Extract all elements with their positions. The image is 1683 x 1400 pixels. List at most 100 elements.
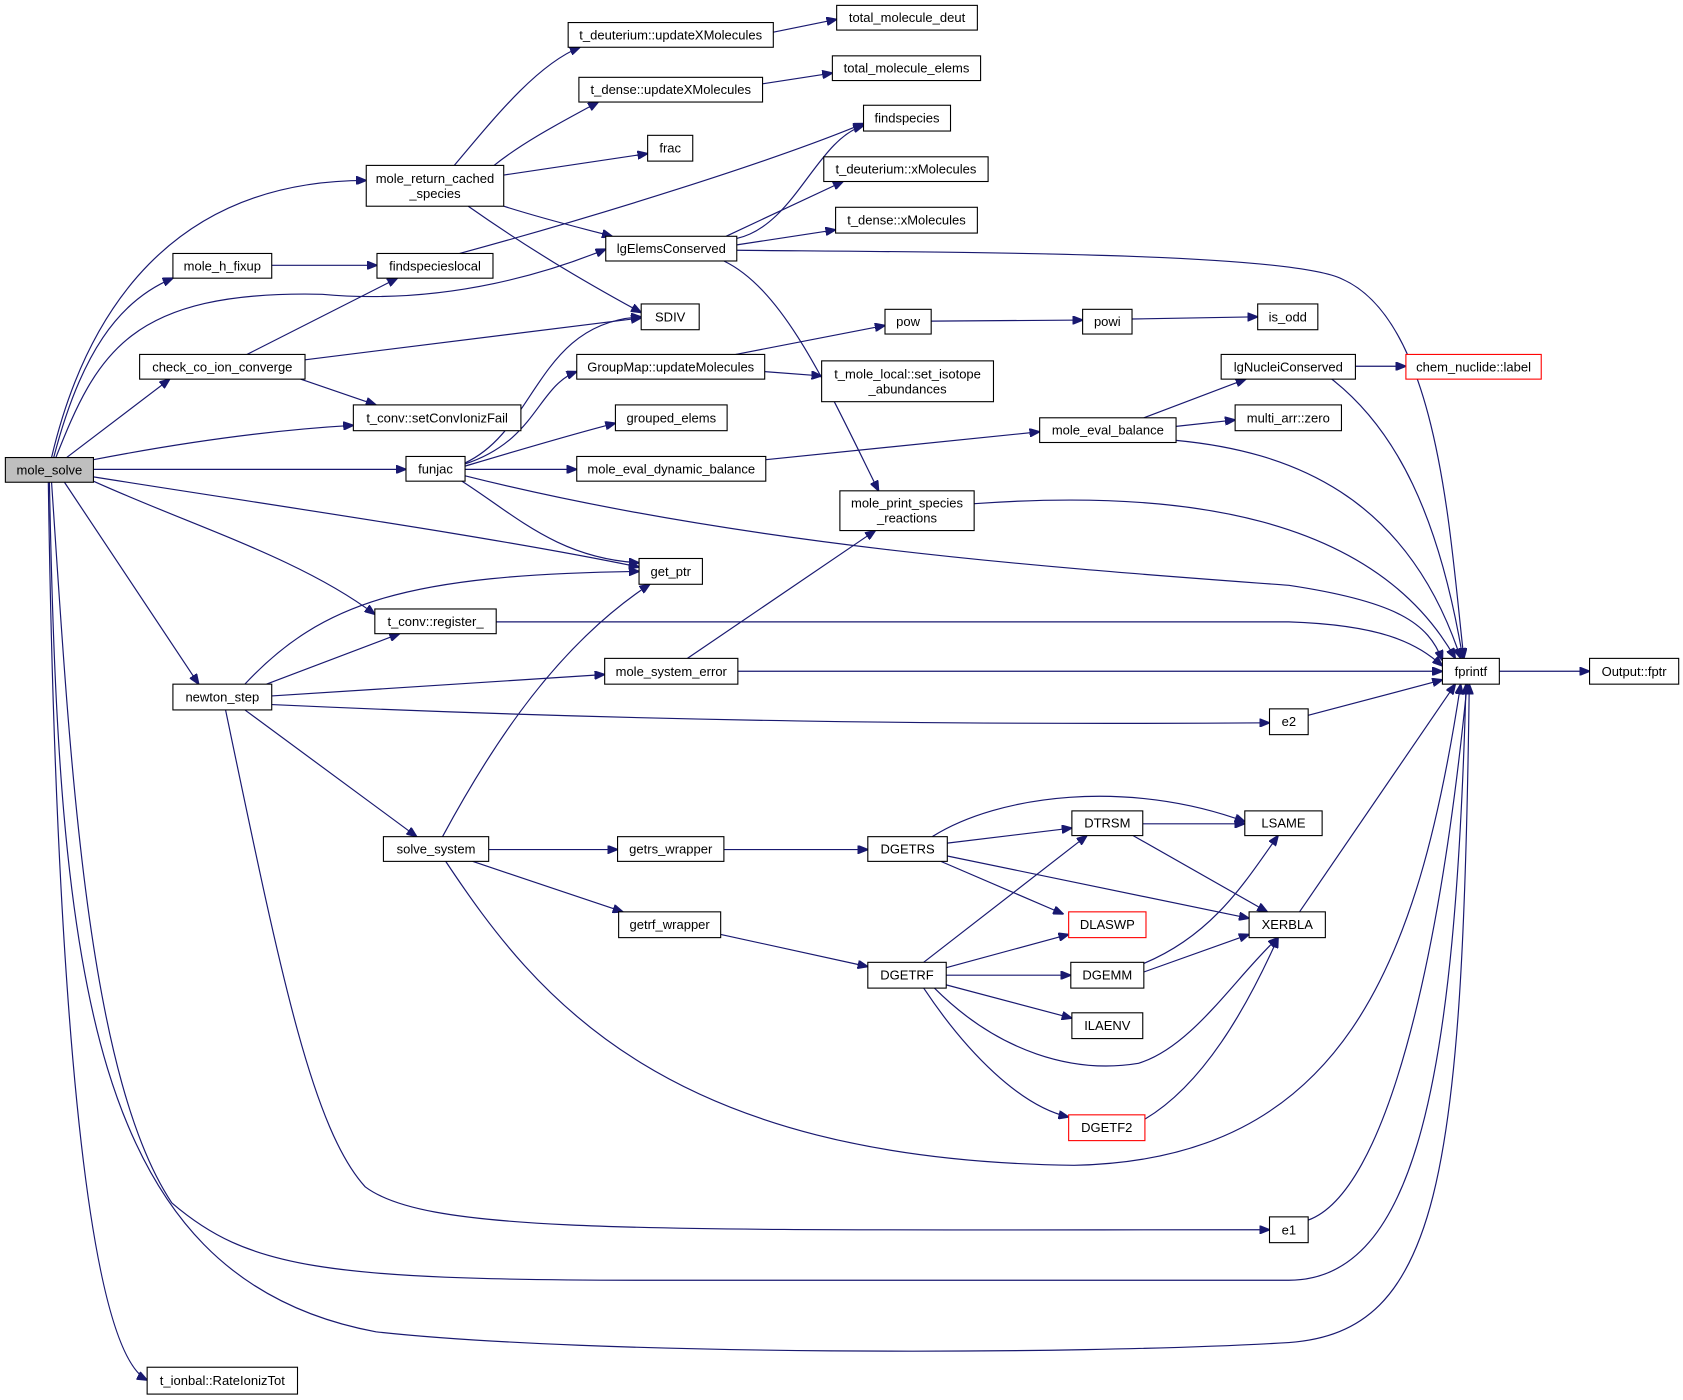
- node-Output_fptr[interactable]: Output::fptr: [1589, 657, 1680, 685]
- node-label: DGETRS: [880, 842, 935, 857]
- node-t_dense_updateXMolecules[interactable]: t_dense::updateXMolecules: [578, 76, 764, 103]
- node-DGETF2[interactable]: DGETF2: [1068, 1114, 1146, 1142]
- node-t_mole_local_set_isotope_abundances[interactable]: t_mole_local::set_isotope_abundances: [821, 360, 995, 403]
- node-t_deuterium_xMolecules[interactable]: t_deuterium::xMolecules: [823, 156, 989, 183]
- edge-mole_solve-to-mole_return_cached_species: [50, 180, 367, 458]
- node-findspecieslocal[interactable]: findspecieslocal: [376, 252, 494, 279]
- node-SDIV[interactable]: SDIV: [640, 303, 700, 331]
- edge-solve_system-to-get_ptr: [441, 584, 649, 837]
- edge-solve_system-to-fprintf: [445, 684, 1461, 1166]
- node-t_dense_xMolecules[interactable]: t_dense::xMolecules: [835, 206, 978, 234]
- node-newton_step[interactable]: newton_step: [172, 683, 273, 711]
- node-mole_return_cached_species[interactable]: mole_return_cached_species: [365, 164, 505, 207]
- edge-mole_eval_balance-to-multi_arr_zero: [1175, 420, 1235, 427]
- edges-layer: [47, 19, 1589, 1380]
- edge-mole_solve-to-mole_h_fixup: [53, 278, 173, 458]
- edge-GroupMap_updateMolecules-to-pow: [735, 325, 885, 356]
- node-pow[interactable]: pow: [884, 308, 932, 335]
- node-box: [365, 164, 505, 207]
- node-label: t_mole_local::set_isotope: [834, 366, 981, 381]
- node-solve_system[interactable]: solve_system: [382, 836, 490, 862]
- edge-newton_step-to-get_ptr: [244, 571, 639, 685]
- node-label: t_conv::setConvIonizFail: [366, 410, 508, 425]
- edge-funjac-to-SDIV: [464, 317, 641, 464]
- node-label: t_dense::updateXMolecules: [591, 82, 752, 97]
- node-label: LSAME: [1261, 816, 1305, 831]
- node-chem_nuclide_label[interactable]: chem_nuclide::label: [1405, 353, 1542, 380]
- edge-funjac-to-GroupMap_updateMolecules: [464, 372, 577, 465]
- node-box: [617, 836, 725, 862]
- node-findspecies[interactable]: findspecies: [862, 104, 952, 132]
- edge-check_co_ion_converge-to-findspecieslocal: [246, 278, 397, 355]
- node-XERBLA[interactable]: XERBLA: [1248, 911, 1326, 939]
- node-GroupMap_updateMolecules[interactable]: GroupMap::updateMolecules: [576, 353, 766, 380]
- node-box: [405, 455, 466, 482]
- node-mole_print_species_reactions[interactable]: mole_print_species_reactions: [839, 490, 975, 532]
- node-total_molecule_elems[interactable]: total_molecule_elems: [831, 55, 982, 82]
- edge-findspecieslocal-to-findspecies: [459, 124, 864, 255]
- node-box: [4, 456, 94, 483]
- node-label: mole_eval_balance: [1052, 423, 1164, 438]
- node-DLASWP[interactable]: DLASWP: [1068, 911, 1147, 939]
- node-label: DTRSM: [1084, 816, 1130, 831]
- node-DTRSM[interactable]: DTRSM: [1071, 810, 1144, 837]
- node-grouped_elems[interactable]: grouped_elems: [614, 404, 728, 432]
- node-DGEMM[interactable]: DGEMM: [1070, 961, 1145, 989]
- edge-DGETRF-to-DLASWP: [946, 934, 1068, 969]
- node-label: XERBLA: [1262, 917, 1314, 932]
- node-box: [638, 557, 703, 585]
- node-check_co_ion_converge[interactable]: check_co_ion_converge: [139, 353, 306, 380]
- node-lgElemsConserved[interactable]: lgElemsConserved: [605, 235, 738, 262]
- edge-mole_solve-to-fprintf: [50, 482, 1466, 1281]
- node-label: grouped_elems: [626, 410, 716, 425]
- node-label: t_deuterium::xMolecules: [835, 162, 976, 177]
- edge-mole_return_cached_species-to-SDIV: [467, 205, 641, 312]
- node-ILAENV[interactable]: ILAENV: [1071, 1012, 1144, 1040]
- node-is_odd[interactable]: is_odd: [1257, 303, 1319, 331]
- node-getrs_wrapper[interactable]: getrs_wrapper: [617, 836, 725, 862]
- node-box: [567, 22, 774, 48]
- node-label: t_deuterium::updateXMolecules: [579, 27, 762, 42]
- node-lgNucleiConserved[interactable]: lgNucleiConserved: [1220, 353, 1356, 380]
- edge-mole_solve-to-fprintf: [48, 482, 1469, 1352]
- node-e1[interactable]: e1: [1268, 1216, 1309, 1244]
- node-DGETRF[interactable]: DGETRF: [867, 961, 947, 989]
- node-t_ionbal_RateIonizTot[interactable]: t_ionbal::RateIonizTot: [146, 1366, 299, 1395]
- node-mole_eval_dynamic_balance[interactable]: mole_eval_dynamic_balance: [576, 455, 767, 482]
- node-frac[interactable]: frac: [647, 134, 694, 162]
- node-total_molecule_deut[interactable]: total_molecule_deut: [836, 4, 978, 31]
- node-t_conv_register_[interactable]: t_conv::register_: [374, 608, 497, 635]
- node-mole_solve[interactable]: mole_solve: [4, 456, 94, 483]
- node-label: chem_nuclide::label: [1416, 359, 1531, 374]
- node-powi[interactable]: powi: [1082, 308, 1133, 335]
- node-box: [1234, 404, 1343, 432]
- node-multi_arr_zero[interactable]: multi_arr::zero: [1234, 404, 1343, 432]
- node-box: [1071, 1012, 1144, 1040]
- node-funjac[interactable]: funjac: [405, 455, 466, 482]
- nodes-layer: mole_solvemole_return_cached_speciesmole…: [4, 4, 1680, 1395]
- node-getrf_wrapper[interactable]: getrf_wrapper: [618, 911, 722, 939]
- node-t_conv_setConvIonizFail[interactable]: t_conv::setConvIonizFail: [352, 404, 522, 432]
- edge-DGETRS-to-DTRSM: [947, 828, 1072, 844]
- node-label: total_molecule_deut: [849, 10, 966, 25]
- node-box: [139, 353, 306, 380]
- node-LSAME[interactable]: LSAME: [1244, 810, 1323, 837]
- edge-t_deuterium_updateXMolecules-to-total_molecule_deut: [773, 19, 836, 33]
- edge-newton_step-to-e2: [271, 703, 1270, 724]
- node-t_deuterium_updateXMolecules[interactable]: t_deuterium::updateXMolecules: [567, 22, 774, 48]
- node-DGETRS[interactable]: DGETRS: [867, 836, 948, 862]
- edge-pow-to-powi: [931, 320, 1082, 321]
- edge-t_dense_updateXMolecules-to-total_molecule_elems: [762, 73, 833, 85]
- node-mole_eval_balance[interactable]: mole_eval_balance: [1039, 417, 1177, 444]
- node-label: getrf_wrapper: [630, 917, 711, 932]
- node-mole_h_fixup[interactable]: mole_h_fixup: [172, 252, 273, 279]
- node-get_ptr[interactable]: get_ptr: [638, 557, 703, 585]
- node-mole_system_error[interactable]: mole_system_error: [604, 657, 739, 685]
- edge-solve_system-to-getrf_wrapper: [472, 860, 623, 911]
- node-fprintf[interactable]: fprintf: [1441, 657, 1500, 685]
- edge-mole_solve-to-t_conv_setConvIonizFail: [93, 425, 353, 461]
- node-box: [352, 404, 522, 432]
- node-e2[interactable]: e2: [1268, 708, 1309, 736]
- node-label: mole_return_cached: [376, 171, 495, 186]
- node-box: [576, 455, 767, 482]
